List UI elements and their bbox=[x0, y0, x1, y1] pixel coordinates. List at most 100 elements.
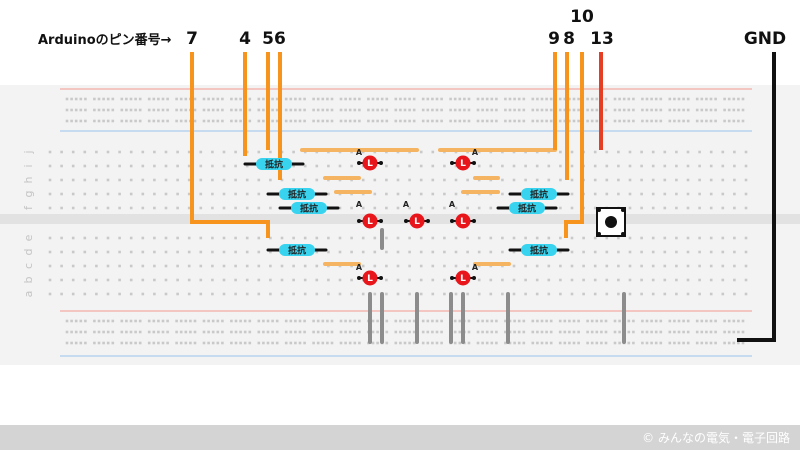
rail-hole bbox=[275, 119, 279, 123]
rail-hole bbox=[344, 119, 347, 123]
rail-hole bbox=[184, 330, 188, 334]
rail-hole bbox=[426, 97, 430, 101]
hole bbox=[477, 164, 481, 168]
hole bbox=[593, 292, 597, 296]
rail-hole bbox=[262, 119, 265, 123]
rail-hole bbox=[403, 319, 407, 323]
hole bbox=[593, 278, 597, 282]
hole bbox=[512, 278, 516, 282]
rail-hole bbox=[106, 97, 110, 101]
rail-hole bbox=[303, 341, 306, 345]
rail-hole bbox=[435, 330, 439, 334]
rail-hole bbox=[266, 319, 270, 323]
rail-hole bbox=[339, 330, 343, 334]
hole bbox=[443, 192, 446, 196]
rail-hole bbox=[348, 119, 352, 123]
rail-hole bbox=[563, 97, 567, 101]
rail-hole bbox=[371, 319, 375, 323]
hole bbox=[419, 264, 423, 268]
hole bbox=[234, 278, 237, 282]
rail-hole bbox=[157, 330, 160, 334]
hole bbox=[315, 236, 319, 240]
rail-hole bbox=[727, 330, 731, 334]
rail-hole bbox=[166, 119, 169, 123]
resistor: 抵抗 bbox=[243, 158, 305, 171]
rail-hole bbox=[705, 319, 708, 323]
rail-hole bbox=[586, 319, 589, 323]
rail-hole bbox=[431, 341, 434, 345]
rail-hole bbox=[431, 119, 434, 123]
hole bbox=[466, 250, 469, 254]
rail-hole bbox=[193, 330, 197, 334]
hole bbox=[663, 150, 667, 154]
hole bbox=[153, 192, 156, 196]
rail-hole bbox=[632, 341, 635, 345]
rail-hole bbox=[435, 341, 439, 345]
rail-hole bbox=[549, 119, 553, 123]
rail-hole bbox=[97, 108, 101, 112]
rail-hole bbox=[686, 330, 690, 334]
rail-hole bbox=[458, 108, 462, 112]
rail-hole bbox=[549, 108, 553, 112]
rail-hole bbox=[234, 341, 238, 345]
rail-hole bbox=[216, 108, 220, 112]
rail-hole bbox=[549, 341, 553, 345]
rail-hole bbox=[125, 341, 128, 345]
hole bbox=[559, 178, 562, 182]
led-body bbox=[362, 213, 378, 229]
hole bbox=[257, 278, 261, 282]
hole bbox=[744, 206, 748, 210]
hole bbox=[663, 164, 667, 168]
hole bbox=[605, 192, 609, 196]
rail-hole bbox=[330, 97, 334, 101]
rail-hole bbox=[152, 119, 156, 123]
rail-hole bbox=[737, 108, 740, 112]
anode-mark: A bbox=[356, 148, 363, 157]
rail-hole bbox=[120, 119, 124, 123]
rail-hole bbox=[563, 341, 567, 345]
rail-hole bbox=[627, 97, 631, 101]
hole bbox=[71, 264, 75, 268]
rail-hole bbox=[193, 97, 197, 101]
rail-hole bbox=[408, 319, 411, 323]
wire-gnd bbox=[737, 52, 776, 342]
rail-hole bbox=[189, 319, 192, 323]
rail-hole bbox=[485, 97, 489, 101]
rail-hole bbox=[70, 319, 73, 323]
hole bbox=[454, 178, 458, 182]
hole bbox=[698, 192, 701, 196]
rail-hole bbox=[453, 119, 457, 123]
rail-hole bbox=[508, 97, 512, 101]
rail-hole bbox=[540, 97, 544, 101]
rail-hole bbox=[709, 319, 713, 323]
rail-hole bbox=[120, 330, 124, 334]
rail-hole bbox=[298, 108, 302, 112]
hole bbox=[280, 292, 284, 296]
hole bbox=[385, 292, 388, 296]
hole bbox=[466, 206, 469, 210]
hole bbox=[524, 236, 527, 240]
hole bbox=[361, 292, 365, 296]
led-label: L bbox=[367, 159, 373, 169]
rail-hole bbox=[709, 330, 713, 334]
pin-label-4: 4 bbox=[239, 29, 251, 49]
rail-hole bbox=[120, 341, 124, 345]
rail-hole bbox=[257, 119, 261, 123]
hole bbox=[443, 178, 446, 182]
hole bbox=[744, 250, 748, 254]
hole bbox=[698, 292, 701, 296]
rail-hole bbox=[485, 319, 489, 323]
rail-hole bbox=[732, 319, 736, 323]
hole bbox=[83, 236, 87, 240]
rail-hole bbox=[275, 341, 279, 345]
rail-hole bbox=[709, 119, 713, 123]
rail-hole bbox=[294, 108, 297, 112]
rail-hole bbox=[266, 341, 270, 345]
hole bbox=[524, 164, 527, 168]
hole bbox=[570, 250, 574, 254]
rail-hole bbox=[686, 341, 690, 345]
rail-hole bbox=[298, 330, 302, 334]
rail-hole bbox=[298, 319, 302, 323]
hole bbox=[408, 192, 411, 196]
row-letters: j i h g f e d c b a bbox=[22, 150, 35, 297]
